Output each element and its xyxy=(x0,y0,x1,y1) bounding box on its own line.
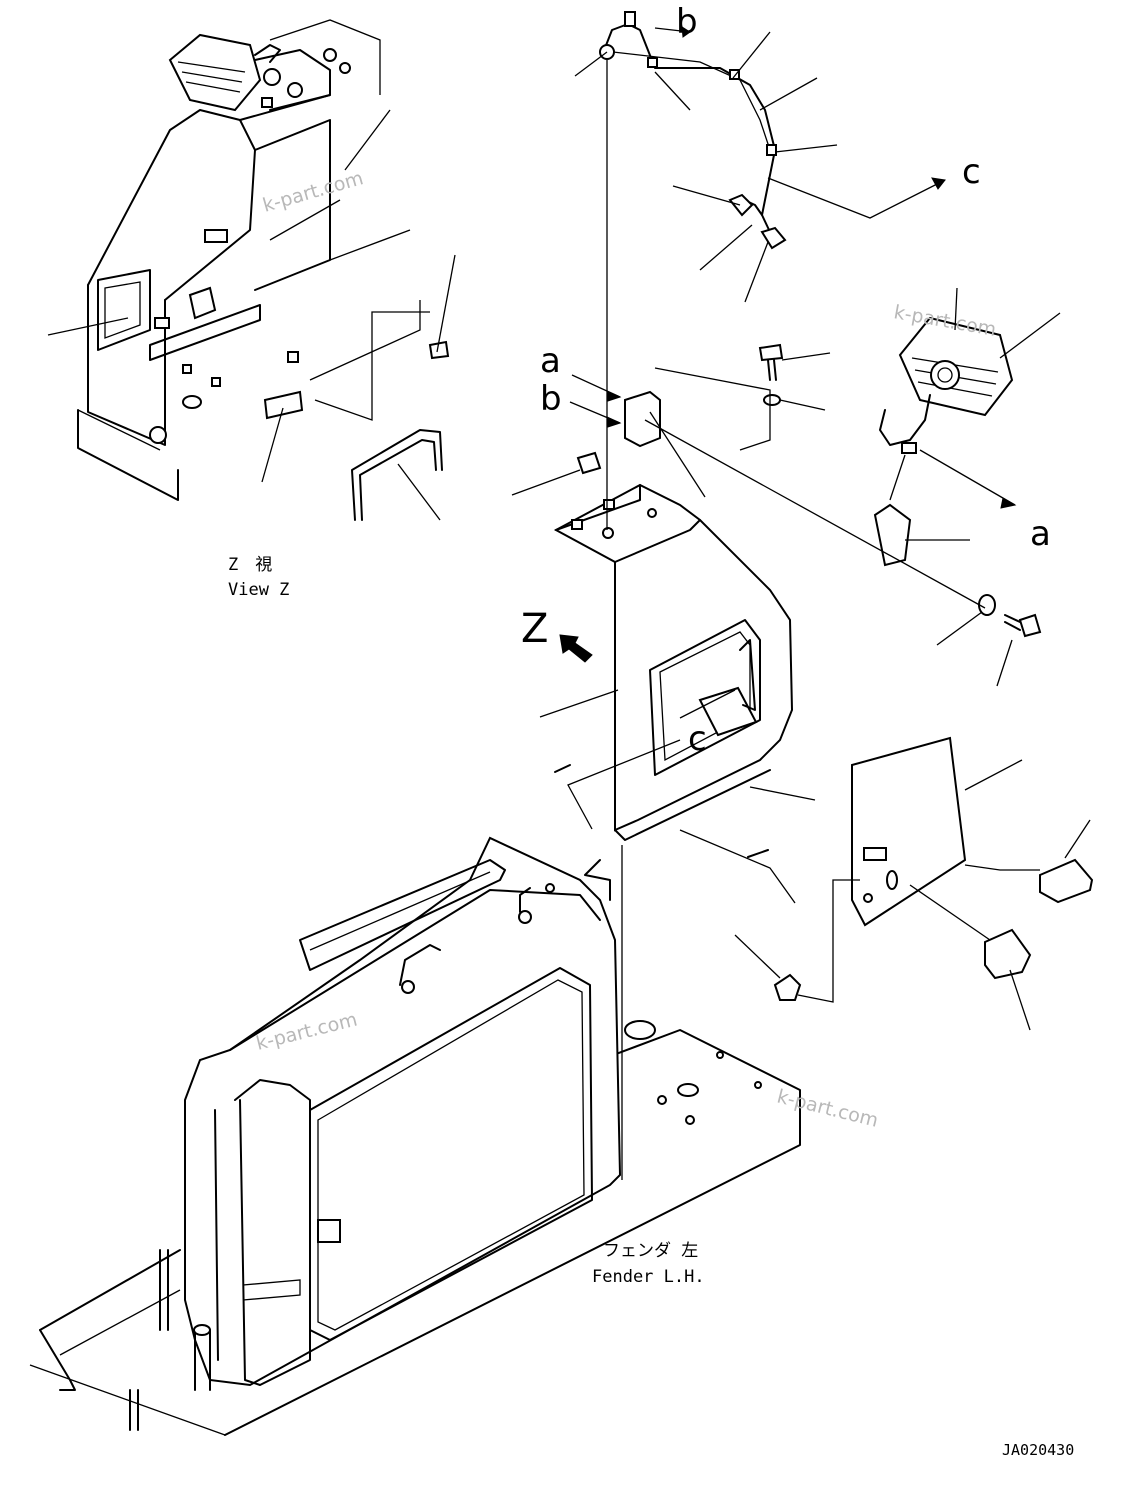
view-z-marker: Z xyxy=(521,606,548,652)
drawing-number: JA020430 xyxy=(1002,1441,1074,1459)
ref-letter-c-panel: c xyxy=(688,719,707,759)
ref-letter-b-left: b xyxy=(540,379,562,419)
fender-caption-en: Fender L.H. xyxy=(592,1267,705,1287)
watermark: k-part.com xyxy=(260,167,366,217)
watermark: k-part.com xyxy=(775,1086,881,1132)
cover-plate-assembly xyxy=(734,736,1094,1031)
work-lamp-assembly xyxy=(511,287,1061,687)
view-z-caption-en: View Z xyxy=(228,580,289,600)
view-z-inset xyxy=(47,19,456,521)
fender-caption-jp: フェンダ 左 xyxy=(603,1241,698,1261)
ref-letter-a-right: a xyxy=(1030,514,1051,554)
ref-letter-c-top: c xyxy=(962,152,981,192)
cab-side-panel xyxy=(539,60,816,1180)
fender-lh xyxy=(29,836,801,1436)
wiring-harness xyxy=(574,11,946,303)
ref-letter-b-top: b xyxy=(676,2,698,42)
view-z-caption-jp: Z 視 xyxy=(228,555,272,575)
ref-letter-a-left: a xyxy=(540,341,561,381)
